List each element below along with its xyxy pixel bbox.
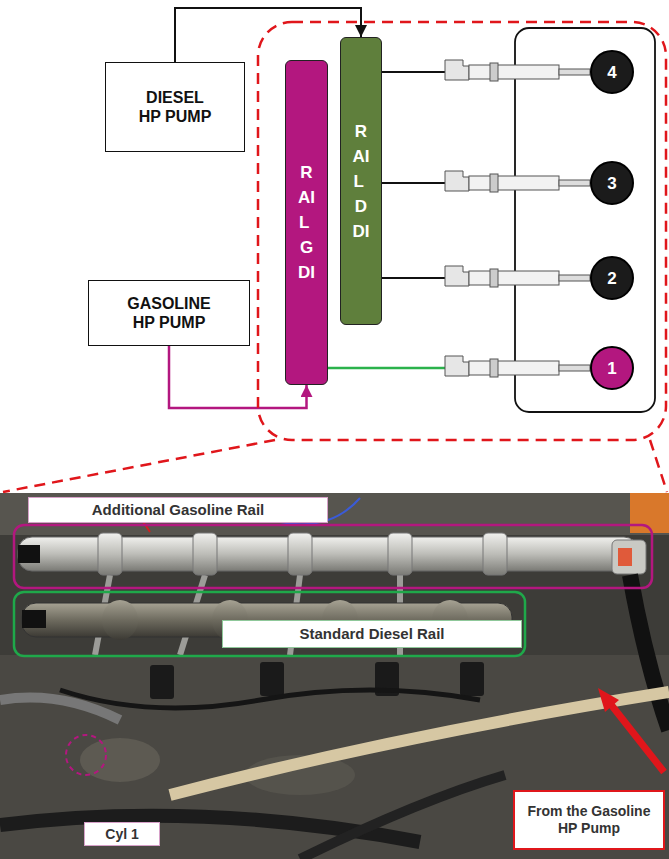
photo-label: Standard Diesel Rail — [222, 620, 522, 648]
zoom-region — [258, 22, 666, 440]
zoom-leader — [3, 440, 275, 492]
cylinder-circle: 1 — [590, 346, 634, 390]
pump-box: GASOLINE HP PUMP — [88, 280, 250, 346]
rail-name: RAIL GDI — [298, 160, 315, 285]
rail-name: RAIL DDI — [353, 119, 370, 244]
rail-bar: RAIL GDI — [285, 60, 328, 385]
cylinder-circle: 3 — [590, 161, 634, 205]
injector-symbol — [445, 171, 590, 192]
photo-label: From the Gasoline HP Pump — [513, 790, 665, 850]
engine-photo — [0, 493, 669, 859]
node-label: Cyl 1 — [105, 826, 138, 843]
injector-symbol — [445, 356, 590, 377]
rail-bar: RAIL DDI — [340, 37, 382, 325]
node-label: Standard Diesel Rail — [299, 625, 444, 643]
cylinder-circle: 2 — [590, 256, 634, 300]
photo-label: Additional Gasoline Rail — [28, 497, 328, 523]
node-label: From the Gasoline HP Pump — [523, 803, 655, 837]
node-label: DIESEL HP PUMP — [135, 88, 215, 126]
node-label: GASOLINE HP PUMP — [122, 294, 216, 332]
cylinder-number: 3 — [607, 175, 616, 192]
cylinder-circle: 4 — [590, 50, 634, 94]
node-label: Additional Gasoline Rail — [92, 501, 265, 519]
cylinder-number: 1 — [607, 360, 616, 377]
cylinder-number: 2 — [607, 270, 616, 287]
supply-line — [175, 8, 361, 62]
zoom-leader — [650, 440, 667, 492]
injector-symbol — [445, 60, 590, 81]
engine-block — [515, 28, 655, 412]
pump-box: DIESEL HP PUMP — [105, 62, 245, 152]
cylinder-number: 4 — [607, 64, 616, 81]
injector-symbol — [445, 266, 590, 287]
photo-label: Cyl 1 — [84, 822, 160, 846]
